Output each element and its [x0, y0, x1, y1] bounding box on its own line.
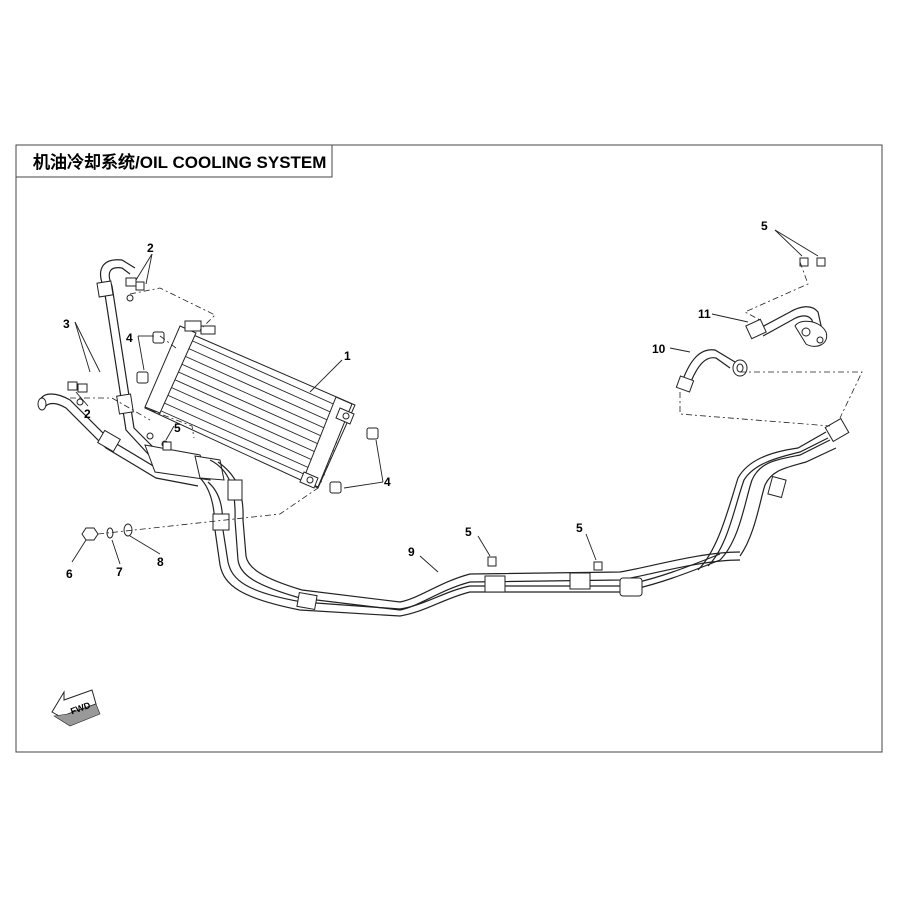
title-box — [15, 144, 333, 178]
diagram-title: 机油冷却系统/OIL COOLING SYSTEM — [33, 152, 326, 172]
bolt-part-5-center — [162, 441, 603, 571]
oil-pipe-part-11 — [745, 306, 828, 347]
callout-4-right: 4 — [384, 475, 391, 489]
callout-8: 8 — [157, 555, 164, 569]
left-hose-lower — [37, 393, 201, 487]
callout-5-left: 5 — [174, 421, 181, 435]
callout-5-center-b: 5 — [576, 521, 583, 535]
callout-3: 3 — [63, 317, 70, 331]
rubber-mount-part-4 — [136, 331, 379, 494]
callout-7: 7 — [116, 565, 123, 579]
bolt-part-6 — [81, 527, 99, 541]
callout-1: 1 — [344, 349, 351, 363]
callout-10: 10 — [652, 342, 666, 356]
callout-9: 9 — [408, 545, 415, 559]
diagram-border — [15, 144, 883, 753]
grommet-part-8 — [123, 523, 133, 537]
hose-connector-block — [144, 432, 225, 481]
callout-2-upper: 2 — [147, 241, 154, 255]
callout-5-right: 5 — [761, 219, 768, 233]
clamp-part-2-upper — [125, 277, 145, 302]
main-oil-line — [199, 417, 850, 617]
oil-pipe-part-10 — [675, 349, 748, 393]
callout-2-lower: 2 — [84, 407, 91, 421]
callout-6: 6 — [66, 567, 73, 581]
callout-5-center-a: 5 — [465, 525, 472, 539]
callouts: 1 2 2 3 4 4 5 5 5 5 6 7 8 9 10 11 — [63, 219, 768, 581]
fwd-arrow-icon: FWD — [51, 689, 101, 727]
bolt-part-5-right — [799, 257, 826, 267]
assembly-lines — [70, 261, 863, 535]
callout-4-left: 4 — [126, 331, 133, 345]
left-hose-upper — [96, 259, 157, 457]
leader-lines — [71, 229, 819, 573]
callout-11: 11 — [698, 307, 711, 321]
clamp-part-2-lower — [67, 381, 88, 406]
oil-cooler — [144, 320, 356, 489]
